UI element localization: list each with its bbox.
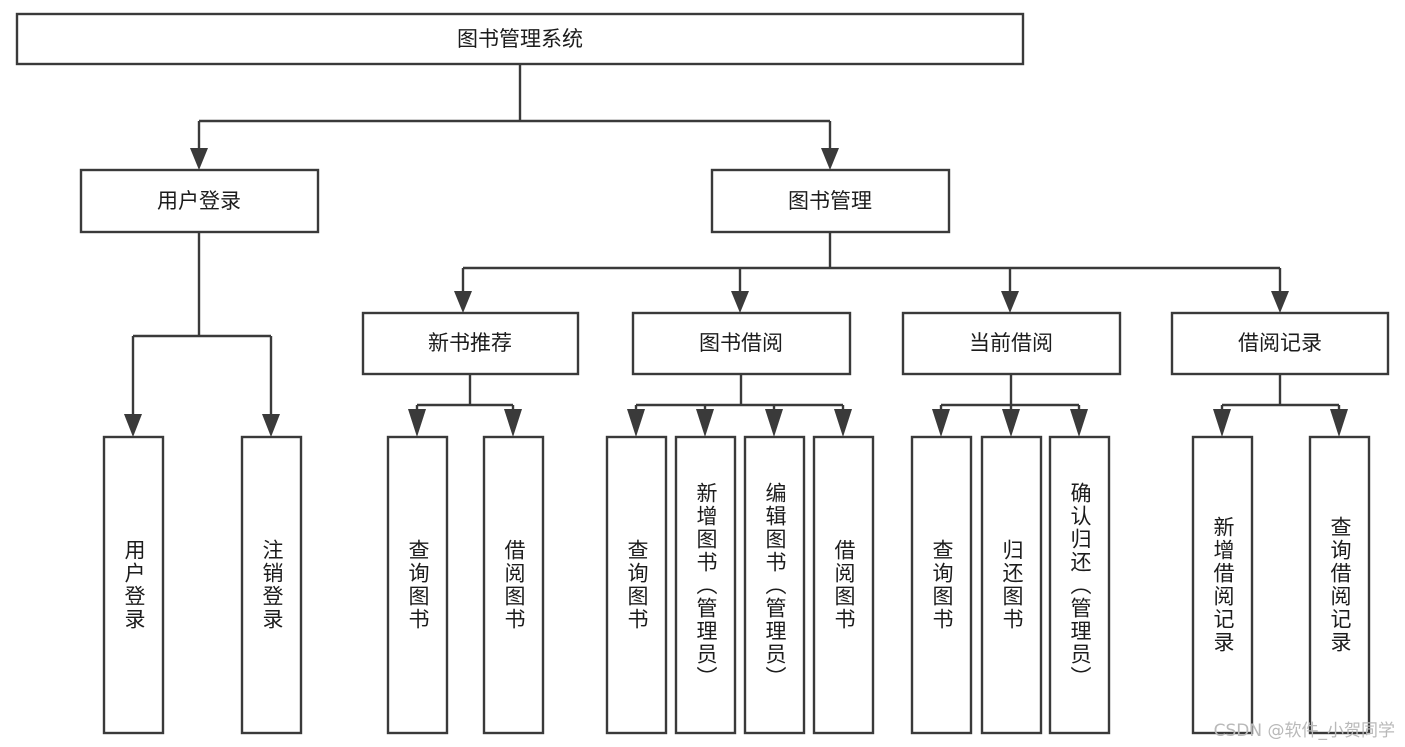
node-book-borrow-label: 图书借阅 — [699, 331, 783, 355]
arrow-to-book-manage — [821, 148, 839, 170]
leaf-book-borrow-2[interactable]: 编辑图书（管理员） — [743, 435, 806, 735]
leaf-user-login-1-label: 注销登录 — [260, 539, 284, 631]
arrow-newbook-leaf-1 — [504, 409, 522, 437]
node-root-book-management-system[interactable]: 图书管理系统 — [15, 12, 1025, 66]
arrow-bookborrow-leaf-0 — [627, 409, 645, 437]
node-new-book-recommend-box — [361, 311, 580, 376]
node-new-book-recommend-label: 新书推荐 — [428, 331, 512, 355]
connector-layer — [124, 64, 1348, 437]
node-book-borrow-box — [631, 311, 852, 376]
node-borrow-record-box — [1170, 311, 1390, 376]
arrow-borrowrecord-leaf-0 — [1213, 409, 1231, 437]
leaf-new-book-recommend-1-label: 借阅图书 — [502, 539, 526, 631]
arrow-bookborrow-leaf-3 — [834, 409, 852, 437]
leaf-book-borrow-1-box — [674, 435, 737, 735]
leaf-new-book-recommend-1-box — [482, 435, 545, 735]
arrow-book-manage-l3-0 — [454, 291, 472, 313]
leaf-book-borrow-2-box — [743, 435, 806, 735]
arrow-currentborrow-leaf-2 — [1070, 409, 1088, 437]
leaf-current-borrow-0-box — [910, 435, 973, 735]
leaf-current-borrow-0[interactable]: 查询图书 — [910, 435, 973, 735]
node-user-login-label: 用户登录 — [157, 189, 241, 213]
leaf-book-borrow-2-label: 编辑图书（管理员） — [763, 481, 787, 689]
node-root-label: 图书管理系统 — [457, 27, 583, 51]
arrow-book-manage-l3-1 — [731, 291, 749, 313]
node-user-login[interactable]: 用户登录 — [79, 168, 320, 234]
leaf-new-book-recommend-0-label: 查询图书 — [406, 539, 430, 631]
node-borrow-record[interactable]: 借阅记录 — [1170, 311, 1390, 376]
leaf-book-borrow-1-label: 新增图书（管理员） — [694, 481, 718, 689]
leaf-current-borrow-2-box — [1048, 435, 1111, 735]
leaf-borrow-record-1-label: 查询借阅记录 — [1328, 516, 1352, 654]
node-root-box — [15, 12, 1025, 66]
node-borrow-record-label: 借阅记录 — [1238, 331, 1322, 355]
leaf-user-login-0[interactable]: 用户登录 — [102, 435, 165, 735]
leaf-user-login-1[interactable]: 注销登录 — [240, 435, 303, 735]
node-new-book-recommend[interactable]: 新书推荐 — [361, 311, 580, 376]
node-book-management[interactable]: 图书管理 — [710, 168, 951, 234]
leaf-book-borrow-0-box — [605, 435, 668, 735]
leaf-borrow-record-0[interactable]: 新增借阅记录 — [1191, 435, 1254, 735]
leaf-book-borrow-0[interactable]: 查询图书 — [605, 435, 668, 735]
leaf-user-login-0-label: 用户登录 — [122, 539, 146, 631]
node-book-borrow[interactable]: 图书借阅 — [631, 311, 852, 376]
leaf-current-borrow-1[interactable]: 归还图书 — [980, 435, 1043, 735]
arrow-book-manage-l3-2 — [1001, 291, 1019, 313]
leaf-book-borrow-3-label: 借阅图书 — [832, 539, 856, 631]
node-user-login-box — [79, 168, 320, 234]
arrow-user-login-leaf-0 — [124, 414, 142, 437]
arrow-borrowrecord-leaf-1 — [1330, 409, 1348, 437]
node-book-management-label: 图书管理 — [788, 189, 872, 213]
leaf-current-borrow-0-label: 查询图书 — [930, 539, 954, 631]
leaf-new-book-recommend-1[interactable]: 借阅图书 — [482, 435, 545, 735]
leaf-book-borrow-3-box — [812, 435, 875, 735]
leaf-book-borrow-1[interactable]: 新增图书（管理员） — [674, 435, 737, 735]
arrow-currentborrow-leaf-1 — [1002, 409, 1020, 437]
leaf-new-book-recommend-0-box — [386, 435, 449, 735]
leaf-user-login-0-box — [102, 435, 165, 735]
arrow-bookborrow-leaf-1 — [696, 409, 714, 437]
node-book-management-box — [710, 168, 951, 234]
leaf-new-book-recommend-0[interactable]: 查询图书 — [386, 435, 449, 735]
node-current-borrow-box — [901, 311, 1122, 376]
leaf-book-borrow-3[interactable]: 借阅图书 — [812, 435, 875, 735]
arrow-book-manage-l3-3 — [1271, 291, 1289, 313]
leaf-user-login-1-box — [240, 435, 303, 735]
arrow-currentborrow-leaf-0 — [932, 409, 950, 437]
node-current-borrow-label: 当前借阅 — [969, 331, 1053, 355]
leaf-current-borrow-2-label: 确认归还（管理员） — [1068, 481, 1092, 689]
arrow-user-login-leaf-1 — [262, 414, 280, 437]
node-current-borrow[interactable]: 当前借阅 — [901, 311, 1122, 376]
leaf-current-borrow-1-box — [980, 435, 1043, 735]
leaf-borrow-record-0-box — [1191, 435, 1254, 735]
arrow-bookborrow-leaf-2 — [765, 409, 783, 437]
leaf-current-borrow-2[interactable]: 确认归还（管理员） — [1048, 435, 1111, 735]
leaf-borrow-record-1[interactable]: 查询借阅记录 — [1308, 435, 1371, 735]
arrow-to-user-login — [190, 148, 208, 170]
leaf-borrow-record-0-label: 新增借阅记录 — [1211, 516, 1235, 654]
leaf-current-borrow-1-label: 归还图书 — [1000, 539, 1024, 631]
arrow-newbook-leaf-0 — [408, 409, 426, 437]
leaf-book-borrow-0-label: 查询图书 — [625, 539, 649, 631]
leaf-borrow-record-1-box — [1308, 435, 1371, 735]
